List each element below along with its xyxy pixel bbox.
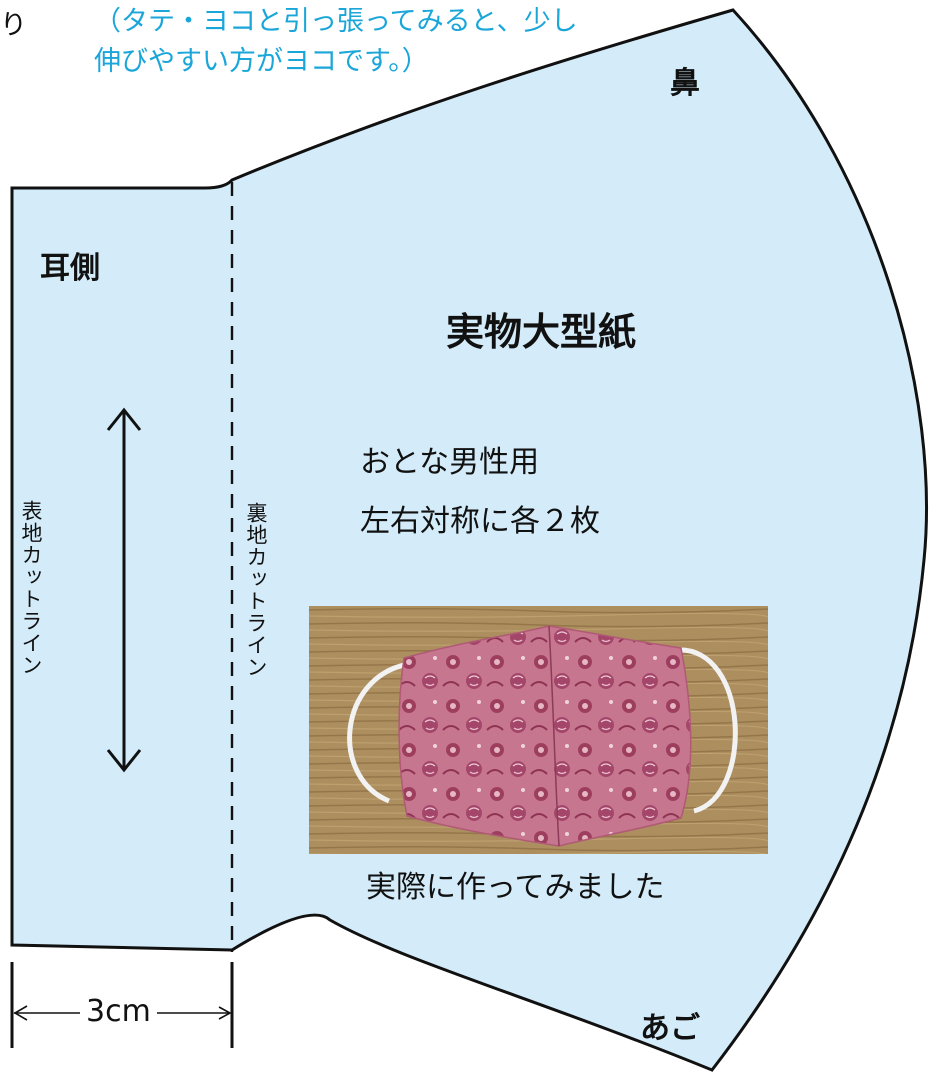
grain-arrow-head-top [106, 407, 142, 431]
pattern-piece-outline [10, 8, 928, 1072]
photo-caption: 実際に作ってみました [366, 870, 665, 905]
seam-allowance-dimension: 3cm [80, 994, 157, 1029]
lining-cut-line-label: 裏地カットライン [244, 502, 268, 678]
fabric-direction-note-line-2: 伸びやすい方がヨコです。） [94, 46, 429, 77]
size-description: おとな男性用 [360, 445, 540, 480]
dimension-arrow-head-left [13, 1005, 28, 1021]
outer-cut-line-label: 表地カットライン [19, 500, 43, 676]
grain-arrow-head-bottom [106, 749, 142, 773]
top-edge-mark: り [0, 10, 27, 41]
mask-photo [309, 606, 768, 854]
nose-label: 鼻 [670, 66, 700, 101]
mask-photo-illustration [309, 606, 768, 854]
ear-side-label: 耳側 [40, 251, 100, 286]
quantity-description: 左右対称に各２枚 [360, 504, 600, 539]
chin-label: あご [640, 1011, 700, 1046]
fabric-direction-note-line-1: （タテ・ヨコと引っ張ってみると、少し [94, 6, 578, 37]
pattern-title: 実物大型紙 [446, 310, 637, 354]
